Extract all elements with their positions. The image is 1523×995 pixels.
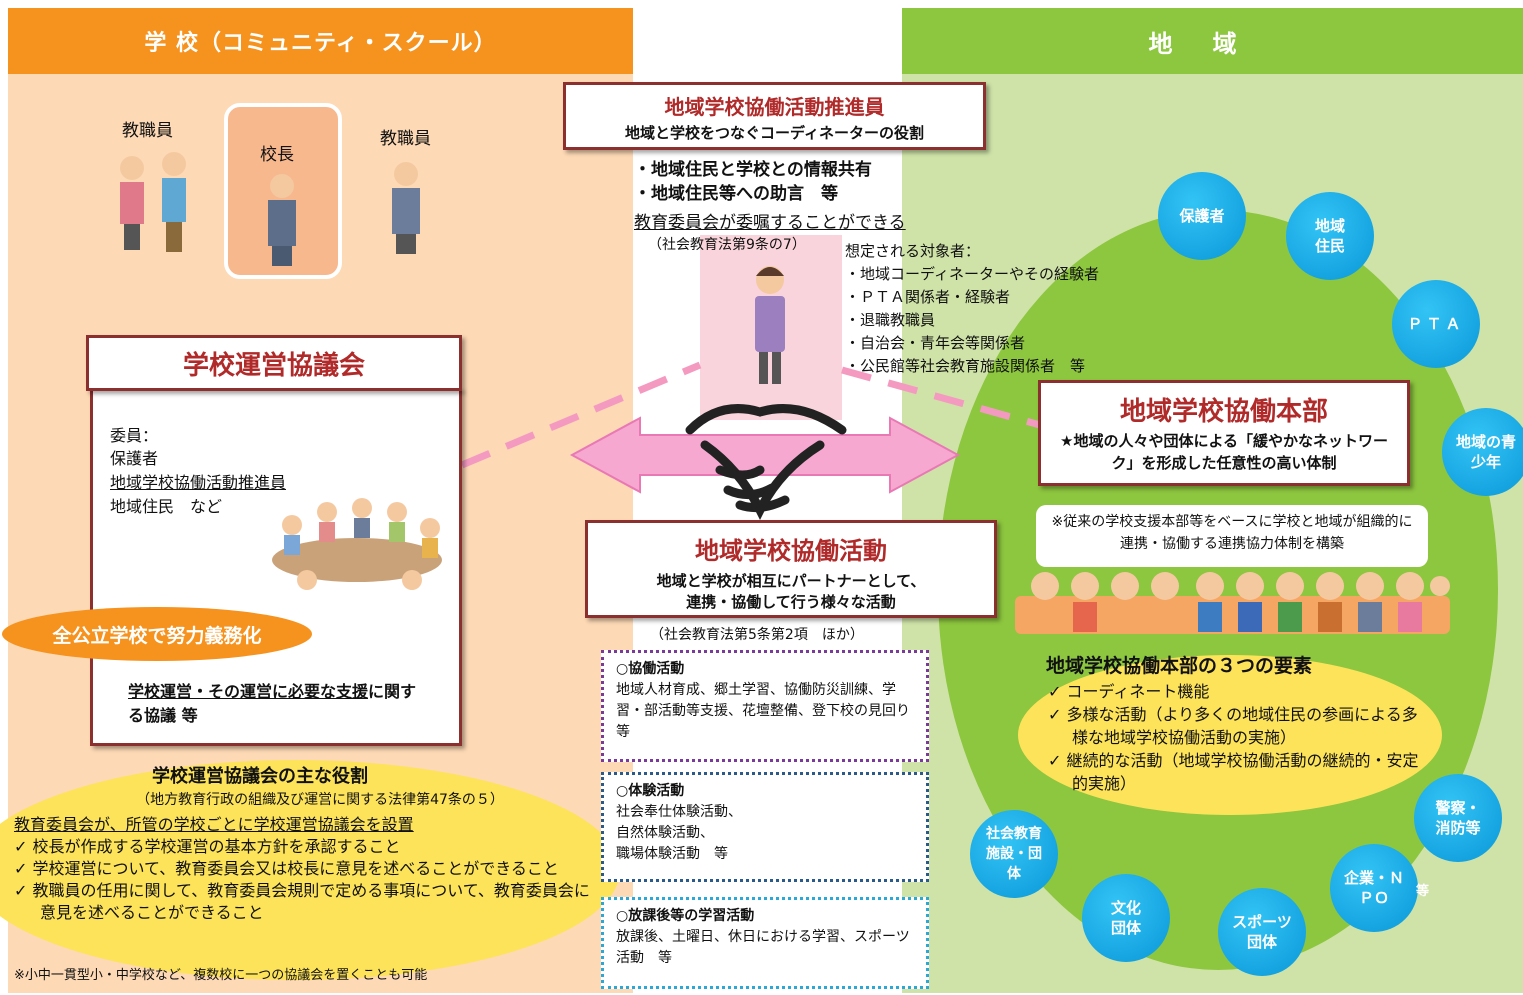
roles-title: 学校運営協議会の主な役割 xyxy=(152,766,368,787)
staff-label-right: 教職員 xyxy=(380,129,431,149)
principal-label: 校長 xyxy=(260,145,294,165)
council-member-guardians: 保護者 xyxy=(110,449,159,468)
element-item: ✓ コーディネート機能 xyxy=(1048,682,1210,701)
promoter-law: （社会教育法第9条の7） xyxy=(648,237,806,253)
hq-elements-list: ✓ コーディネート機能 ✓ 多様な活動（より多くの地域住民の参画による多様な地域… xyxy=(1048,680,1432,795)
promoter-targets: 想定される対象者： ・地域コーディネーターやその経験者 ・ＰＴＡ関係者・経験者 … xyxy=(845,240,1099,378)
promoter-bullets: ・地域住民と学校との情報共有 ・地域住民等への助言 等 xyxy=(634,158,872,206)
target-item: ・退職教職員 xyxy=(845,311,936,329)
coordinator-figure-icon xyxy=(755,266,785,384)
activity-box: 地域学校協働活動 地域と学校が相互にパートナーとして、 連携・協働して行う様々な… xyxy=(585,520,997,618)
discussion-underlined: 学校運営・その運営に必要な支援 xyxy=(128,682,369,701)
circle-sports: スポーツ団体 xyxy=(1218,888,1306,976)
collab-body: 地域人材育成、郷土学習、協働防災訓練、学習・部活動等支援、花壇整備、登下校の見回… xyxy=(616,682,924,740)
role-item: ✓ 学校運営について、教育委員会又は校長に意見を述べることができること xyxy=(14,859,559,878)
obligation-badge: 全公立学校で努力義務化 xyxy=(2,607,312,661)
promoter-box: 地域学校協働活動推進員 地域と学校をつなぐコーディネーターの役割 xyxy=(563,82,986,150)
element-item: ✓ 多様な活動（より多くの地域住民の参画による多様な地域学校協働活動の実施） xyxy=(1048,705,1418,747)
circle-pta: ＰＴＡ xyxy=(1392,280,1480,368)
council-members-label: 委員： xyxy=(110,426,159,445)
circle-youth: 地域の青少年 xyxy=(1442,408,1523,496)
roles-law: （地方教育行政の組織及び運営に関する法律第47条の５） xyxy=(136,792,504,808)
staff-figures-icon xyxy=(120,152,186,252)
discussion-rest: に関する協議 等 xyxy=(128,682,417,725)
staff-figure-icon xyxy=(392,162,420,254)
hq-description: ★地域の人々や団体による「緩やかなネットワーク」を形成した任意性の高い体制 xyxy=(1060,432,1388,472)
collab-activity-box: ○協働活動 地域人材育成、郷土学習、協働防災訓練、学習・部活動等支援、花壇整備、… xyxy=(601,650,929,762)
collab-title: ○協働活動 xyxy=(616,661,685,677)
hq-title: 地域学校協働本部 xyxy=(1119,397,1328,427)
council-discussion: 学校運営・その運営に必要な支援に関する協議 等 xyxy=(128,680,428,728)
hq-elements-title: 地域学校協働本部の３つの要素 xyxy=(1046,655,1313,677)
target-item: ・地域コーディネーターやその経験者 xyxy=(845,265,1099,283)
circle-company-npo: 企業・ＮＰＯ xyxy=(1330,844,1418,932)
circle-guardians: 保護者 xyxy=(1158,172,1246,260)
council-member-residents: 地域住民 など xyxy=(110,497,223,516)
roles-note: ※小中一貫型小・中学校など、複数校に一つの協議会を置くことも可能 xyxy=(14,968,428,983)
element-item: ✓ 継続的な活動（地域学校協働活動の継続的・安定的実施） xyxy=(1048,751,1419,793)
roles-setup: 教育委員会が、所管の学校ごとに学校運営協議会を設置 xyxy=(14,815,414,834)
circle-residents: 地域住民 xyxy=(1286,192,1374,280)
target-item: ・自治会・青年会等関係者 xyxy=(845,334,1026,352)
company-suffix: 等 xyxy=(1416,884,1430,899)
exp-body: 社会奉仕体験活動、 自然体験活動、 職場体験活動 等 xyxy=(616,804,742,862)
after-body: 放課後、土曜日、休日における学習、スポーツ活動 等 xyxy=(616,929,910,966)
role-item: ✓ 教職員の任用に関して、教育委員会規則で定める事項について、教育委員会に意見を… xyxy=(14,881,590,922)
council-title-box: 学校運営協議会 xyxy=(86,335,462,391)
promoter-subtitle: 地域と学校をつなぐコーディネーターの役割 xyxy=(625,124,924,142)
promoter-title: 地域学校協働活動推進員 xyxy=(664,95,885,119)
roles-list: ✓ 校長が作成する学校運営の基本方針を承認すること ✓ 学校運営について、教育委… xyxy=(14,836,604,924)
principal-figure-icon xyxy=(268,174,296,266)
promoter-bullet: ・地域住民等への助言 等 xyxy=(634,184,838,204)
activity-subtitle-2: 連携・協働して行う様々な活動 xyxy=(686,593,896,611)
staff-label-left: 教職員 xyxy=(122,121,173,141)
targets-title: 想定される対象者： xyxy=(845,242,981,260)
council-title: 学校運営協議会 xyxy=(182,350,365,381)
target-item: ・公民館等社会教育施設関係者 等 xyxy=(845,357,1086,375)
circle-social-education: 社会教育施設・団体 xyxy=(970,810,1058,898)
meeting-illustration-icon xyxy=(272,498,442,590)
activity-law: （社会教育法第5条第2項 ほか） xyxy=(650,627,864,643)
promoter-bullet: ・地域住民と学校との情報共有 xyxy=(634,160,872,180)
council-member-promoter: 地域学校協働活動推進員 xyxy=(110,473,287,492)
community-people-illustration-icon xyxy=(1015,572,1450,634)
experience-activity-box: ○体験活動 社会奉仕体験活動、 自然体験活動、 職場体験活動 等 xyxy=(601,772,929,882)
circle-culture: 文化団体 xyxy=(1082,874,1170,962)
hq-note: ※従来の学校支援本部等をベースに学校と地域が組織的に連携・協働する連携協力体制を… xyxy=(1036,505,1428,567)
promoter-appointment: 教育委員会が委嘱することができる xyxy=(634,213,906,233)
elements-highlight xyxy=(1018,655,1442,815)
obligation-text: 全公立学校で努力義務化 xyxy=(52,624,262,647)
region-header: 地域 xyxy=(902,8,1523,74)
after-title: ○放課後等の学習活動 xyxy=(616,908,755,924)
role-item: ✓ 校長が作成する学校運営の基本方針を承認すること xyxy=(14,837,401,856)
after-school-activity-box: ○放課後等の学習活動 放課後、土曜日、休日における学習、スポーツ活動 等 xyxy=(601,897,929,989)
target-item: ・ＰＴＡ関係者・経験者 xyxy=(845,288,1011,306)
exp-title: ○体験活動 xyxy=(616,783,685,799)
roles-highlight xyxy=(0,760,620,980)
hq-box: 地域学校協働本部 ★地域の人々や団体による「緩やかなネットワーク」を形成した任意… xyxy=(1038,380,1410,486)
school-header: 学 校（コミュニティ・スクール） xyxy=(8,8,633,74)
activity-title: 地域学校協働活動 xyxy=(695,537,887,565)
circle-police-fire: 警察・消防等 xyxy=(1414,774,1502,862)
activity-subtitle-1: 地域と学校が相互にパートナーとして、 xyxy=(656,572,926,590)
